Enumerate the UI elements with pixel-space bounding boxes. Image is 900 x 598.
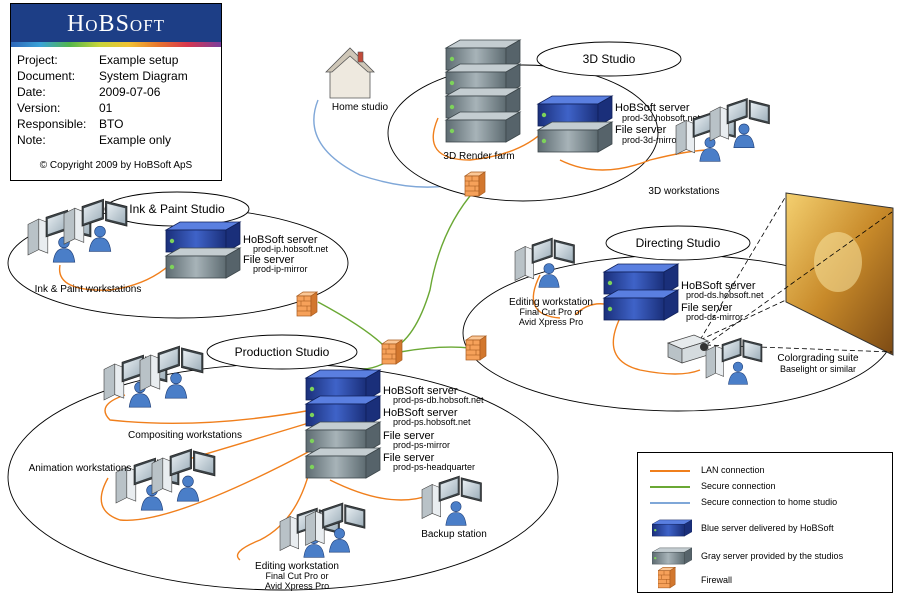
ps-server-3-name: File server: [383, 430, 435, 442]
title-block: HoBSoft Project: Example setup Document: S…: [10, 3, 222, 181]
ps-editing-label: Editing workstation: [255, 561, 339, 572]
legend-label: Firewall: [701, 575, 733, 585]
info-row: Responsible: BTO: [17, 117, 188, 133]
ds-file-server: File server: [681, 302, 733, 314]
info-row: Version: 01: [17, 101, 188, 117]
legend-label: Secure connection: [701, 481, 776, 491]
info-key: Responsible:: [17, 117, 87, 131]
ps-server-4-host: prod-ps-headquarter: [393, 462, 475, 472]
legend-label: LAN connection: [701, 465, 765, 475]
production-title-bubble: [206, 334, 358, 370]
document-info-table: Project: Example setup Document: System Di…: [17, 53, 188, 149]
brand-color-strip: [11, 42, 221, 47]
info-key: Note:: [17, 133, 46, 147]
3d-workstations-label: 3D workstations: [648, 186, 719, 197]
ink-paint-server-stack: [165, 221, 241, 279]
legend-item-firewall: Firewall: [638, 567, 892, 591]
3d-hobsoft-host: prod-3d.hobsoft.net: [622, 113, 701, 123]
3d-studio-title: 3D Studio: [583, 52, 636, 66]
ps-server-4-name: File server: [383, 452, 435, 464]
home-connection: [313, 99, 467, 188]
ip-file-server: File server: [243, 254, 295, 266]
ip-hobsoft-server: HoBSoft server: [243, 234, 318, 246]
info-key: Date:: [17, 85, 46, 99]
legend-label: Blue server delivered by HoBSoft: [701, 523, 834, 533]
info-value: 01: [99, 101, 113, 115]
legend: LAN connection Secure connection Secure …: [637, 452, 893, 593]
info-row: Project: Example setup: [17, 53, 188, 69]
ps-server-2-name: HoBSoft server: [383, 407, 458, 419]
projection-screen: [699, 192, 894, 356]
ps-editing-line3: Avid Xpress Pro: [265, 581, 329, 591]
production-server-stack: [305, 369, 381, 479]
3d-hobsoft-server: HoBSoft server: [615, 102, 690, 114]
ps-server-3-host: prod-ps-mirror: [393, 440, 450, 450]
info-value: System Diagram: [99, 69, 188, 83]
ip-file-host: prod-ip-mirror: [253, 264, 308, 274]
ds-editing-line2: Final Cut Pro or: [519, 307, 582, 317]
colorgrading-label: Colorgrading suite: [777, 353, 859, 364]
firewall-icon: [381, 339, 403, 365]
3d-file-server: File server: [615, 124, 667, 136]
ds-hobsoft-server: HoBSoft server: [681, 280, 756, 292]
ds-editing-label: Editing workstation: [509, 297, 593, 308]
firewall-icon: [465, 335, 487, 361]
colorgrading-sub: Baselight or similar: [780, 364, 856, 374]
copyright-notice: © Copyright 2009 by HoBSoft ApS: [39, 160, 193, 171]
backup-label: Backup station: [421, 529, 487, 540]
production-studio-title: Production Studio: [235, 345, 330, 359]
info-key: Version:: [17, 101, 61, 115]
info-row: Date: 2009-07-06: [17, 85, 188, 101]
legend-item-home: Secure connection to home studio: [638, 495, 892, 511]
ps-server-1-host: prod-ps-db.hobsoft.net: [393, 395, 484, 405]
ip-hobsoft-host: prod-ip.hobsoft.net: [253, 244, 329, 254]
gray-server-icon: [652, 547, 692, 565]
secure-line-swatch: [650, 486, 690, 488]
info-value: Example setup: [99, 53, 179, 67]
home-line-swatch: [650, 502, 690, 504]
brand-logo: HoBSoft: [11, 4, 221, 42]
lan-line-swatch: [650, 470, 690, 472]
info-value: 2009-07-06: [99, 85, 161, 99]
ds-editing-line3: Avid Xpress Pro: [519, 317, 583, 327]
home-studio-label: Home studio: [332, 102, 389, 113]
ds-file-host: prod-ds-mirror: [686, 312, 743, 322]
legend-label: Gray server provided by the studios: [701, 551, 844, 561]
directing-title-bubble: [605, 225, 751, 261]
legend-item-lan: LAN connection: [638, 463, 892, 479]
info-key: Project:: [17, 53, 58, 67]
legend-item-secure: Secure connection: [638, 479, 892, 495]
3d-file-host: prod-3d-mirror: [622, 135, 680, 145]
home-studio-icon: [325, 47, 375, 99]
projector-icon: [666, 334, 710, 364]
firewall-icon: [658, 567, 676, 589]
ds-hobsoft-host: prod-ds.hobsoft.net: [686, 290, 764, 300]
3d-server-stack: [537, 95, 613, 153]
info-row: Document: System Diagram: [17, 69, 188, 85]
ink-paint-workstations-label: Ink & Paint workstations: [35, 284, 142, 295]
legend-item-gray-server: Gray server provided by the studios: [638, 543, 892, 569]
info-value: Example only: [99, 133, 172, 147]
3d-render-farm-label: 3D Render farm: [443, 151, 514, 162]
info-row: Note: Example only: [17, 133, 188, 149]
info-key: Document:: [17, 69, 76, 83]
3d-render-farm: [445, 39, 521, 143]
firewall-icon: [464, 171, 486, 197]
ps-server-1-name: HoBSoft server: [383, 385, 458, 397]
animation-label: Animation workstations: [29, 463, 132, 474]
ps-editing-line2: Final Cut Pro or: [265, 571, 328, 581]
directing-server-stack: [603, 263, 679, 321]
3d-studio-title-bubble: [536, 41, 682, 77]
compositing-label: Compositing workstations: [128, 430, 242, 441]
legend-item-blue-server: Blue server delivered by HoBSoft: [638, 515, 892, 541]
ps-server-2-host: prod-ps.hobsoft.net: [393, 417, 471, 427]
ink-paint-studio-title: Ink & Paint Studio: [129, 202, 225, 216]
directing-studio-title: Directing Studio: [636, 236, 721, 250]
info-value: BTO: [99, 117, 124, 131]
blue-server-icon: [652, 519, 692, 537]
legend-label: Secure connection to home studio: [701, 497, 838, 507]
firewall-icon: [296, 291, 318, 317]
